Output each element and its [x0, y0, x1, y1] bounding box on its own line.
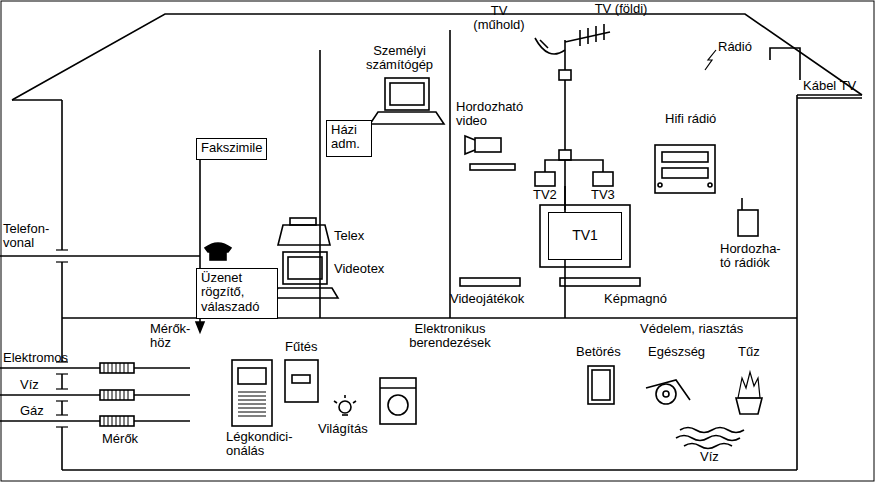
- label-text: Hifi rádió: [665, 112, 721, 126]
- tv-box: TV1: [548, 212, 622, 260]
- label-text: Videotex: [334, 262, 384, 276]
- label-text: Telefon- vonal: [3, 222, 59, 251]
- node-text: Üzenet rögzítő, válaszadó: [201, 271, 273, 314]
- label-text: Védelem, riasztás: [640, 322, 743, 336]
- node-text: Fakszimile: [201, 141, 262, 155]
- label-text: Személyi számítógép: [352, 44, 447, 73]
- label-text: Rádió: [718, 40, 752, 54]
- label-text: Elektronikus berendezések: [395, 322, 505, 351]
- label-text: Világítás: [318, 422, 368, 436]
- node-text: TV1: [572, 228, 598, 243]
- label-text: Képmagnó: [604, 292, 667, 306]
- screen-box: Házi adm.: [326, 120, 372, 157]
- label-text: Telex: [334, 229, 364, 243]
- label-text: Videojátékok: [450, 292, 524, 306]
- label-text: Mérők: [102, 432, 138, 446]
- label-text: TV3: [591, 188, 615, 202]
- label-text: Mérők- höz: [150, 322, 196, 351]
- device-box: Fakszimile: [196, 138, 267, 160]
- label-text: Víz: [700, 450, 719, 464]
- label-text: Kábel TV: [803, 79, 856, 93]
- label-text: Elektromos: [3, 351, 68, 365]
- label-text: TV (műhold): [468, 4, 530, 33]
- label-text: Betörés: [576, 345, 621, 359]
- label-text: Hordozha- tó rádiók: [720, 242, 790, 271]
- label-text: Víz: [20, 378, 39, 392]
- label-text: Hordozható video: [456, 100, 528, 129]
- label-text: Tűz: [738, 345, 760, 359]
- device-box: Üzenet rögzítő, válaszadó: [196, 268, 278, 319]
- label-text: TV (földi): [590, 2, 652, 16]
- label-text: Egészség: [648, 345, 705, 359]
- label-text: Gáz: [20, 404, 44, 418]
- label-text: TV2: [533, 188, 557, 202]
- node-text: Házi adm.: [331, 123, 367, 152]
- label-text: Fűtés: [285, 340, 318, 354]
- label-text: Légkondici- onálás: [226, 430, 312, 459]
